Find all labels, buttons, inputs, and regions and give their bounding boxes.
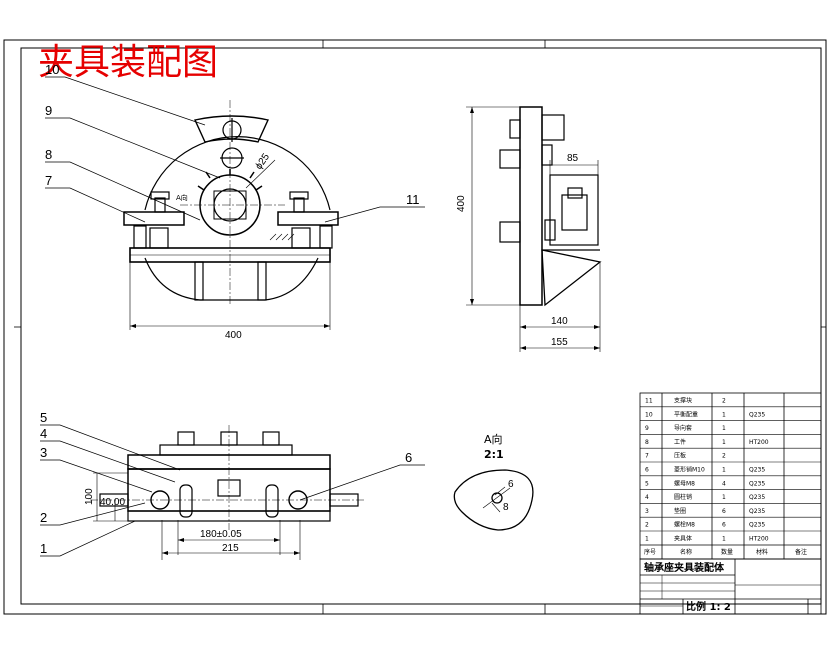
outer-border xyxy=(3,39,827,615)
callout-8: 8 xyxy=(45,147,52,162)
bom-header-name: 名称 xyxy=(680,548,692,556)
dim-top-180: 180±0.05 xyxy=(200,529,242,540)
bom-cell-name: 支撑块 xyxy=(674,397,692,405)
dim-side-140: 140 xyxy=(551,316,568,327)
bom-cell-name: 平衡配重 xyxy=(674,410,698,418)
callout-6: 6 xyxy=(405,450,412,465)
dim-side-height: 400 xyxy=(456,195,467,212)
bom-cell-no: 10 xyxy=(645,411,653,418)
callout-7: 7 xyxy=(45,173,52,188)
bom-cell-qty: 2 xyxy=(722,398,726,405)
bom-header-note: 备注 xyxy=(795,548,807,556)
bom-cell-qty: 1 xyxy=(722,411,726,418)
bom-cell-no: 8 xyxy=(645,439,649,446)
bom-cell-no: 1 xyxy=(645,536,649,543)
front-callout-leaders xyxy=(45,76,425,223)
bom-cell-qty: 1 xyxy=(722,439,726,446)
dim-detail-8: 8 xyxy=(503,502,509,513)
bom-cell-no: 2 xyxy=(645,522,649,529)
bom-cell-qty: 4 xyxy=(722,480,726,487)
bom-cell-name: 螺母M8 xyxy=(674,479,695,487)
bom-cell-qty: 1 xyxy=(722,467,726,474)
drawing-title: 夹具装配图 xyxy=(38,42,218,83)
bom-cell-name: 菱形销M10 xyxy=(674,466,705,474)
callout-3: 3 xyxy=(40,445,47,460)
top-view xyxy=(90,425,365,560)
bom-cell-material: Q235 xyxy=(749,480,765,487)
dim-top-100: 100 xyxy=(84,488,95,505)
bom-cell-material: Q235 xyxy=(749,494,765,501)
bom-cell-qty: 1 xyxy=(722,494,726,501)
callout-4: 4 xyxy=(40,426,47,441)
dim-top-40: 40.00 xyxy=(100,497,125,508)
bom-cell-name: 螺栓M8 xyxy=(674,521,695,529)
bom-cell-qty: 2 xyxy=(722,453,726,460)
scale-text: 比例 1: 2 xyxy=(686,600,731,613)
bom-cell-name: 导向套 xyxy=(674,424,692,432)
dim-side-85: 85 xyxy=(567,153,579,164)
bom-cell-name: 圆柱销 xyxy=(674,493,692,501)
bom-cell-name: 压板 xyxy=(674,452,686,460)
bom-cell-no: 4 xyxy=(645,494,649,501)
side-view xyxy=(466,106,602,352)
detail-view-scale: 2:1 xyxy=(484,448,504,461)
bom-header-no: 序号 xyxy=(644,548,656,556)
callout-11: 11 xyxy=(406,192,420,207)
assembly-name: 轴承座夹具装配体 xyxy=(644,561,725,574)
dim-top-215: 215 xyxy=(222,543,239,554)
bom-cell-material: Q235 xyxy=(749,508,765,515)
bom-header-qty: 数量 xyxy=(721,548,733,556)
bom-cell-no: 3 xyxy=(645,508,649,515)
bom-cell-no: 11 xyxy=(645,398,653,405)
inner-border xyxy=(20,47,822,605)
bom-cell-material: Q235 xyxy=(749,467,765,474)
bom-cell-qty: 1 xyxy=(722,425,726,432)
bom-cell-name: 垫圈 xyxy=(674,507,686,515)
bom-cell-material: Q235 xyxy=(749,522,765,529)
bom-cell-name: 工件 xyxy=(674,438,686,446)
bom-cell-qty: 6 xyxy=(722,522,726,529)
detail-view-a xyxy=(453,469,534,531)
dim-side-155: 155 xyxy=(551,337,568,348)
bom-cell-no: 5 xyxy=(645,480,649,487)
bom-cell-material: HT200 xyxy=(749,439,769,446)
bom-cell-no: 6 xyxy=(645,467,649,474)
front-view xyxy=(123,100,339,330)
callout-5: 5 xyxy=(40,410,47,425)
callout-10: 10 xyxy=(45,62,59,77)
bom-cell-material: HT200 xyxy=(749,536,769,543)
callout-1: 1 xyxy=(40,541,47,556)
border-ticks xyxy=(14,40,826,614)
callout-2: 2 xyxy=(40,510,47,525)
dim-diameter: ϕ25 xyxy=(253,151,272,171)
bom-cell-material: Q235 xyxy=(749,411,765,418)
bom-cell-qty: 6 xyxy=(722,508,726,515)
bom-header-material: 材料 xyxy=(756,548,768,556)
top-callout-leaders xyxy=(40,424,425,557)
section-marker: A向 xyxy=(176,193,188,202)
dim-front-width: 400 xyxy=(225,330,242,341)
dim-detail-6: 6 xyxy=(508,479,514,490)
bom-cell-no: 7 xyxy=(645,453,649,460)
bom-cell-no: 9 xyxy=(645,425,649,432)
bom-cell-qty: 1 xyxy=(722,536,726,543)
callout-9: 9 xyxy=(45,103,52,118)
bom-cell-name: 夹具体 xyxy=(674,535,692,543)
detail-view-label: A向 xyxy=(484,432,503,446)
